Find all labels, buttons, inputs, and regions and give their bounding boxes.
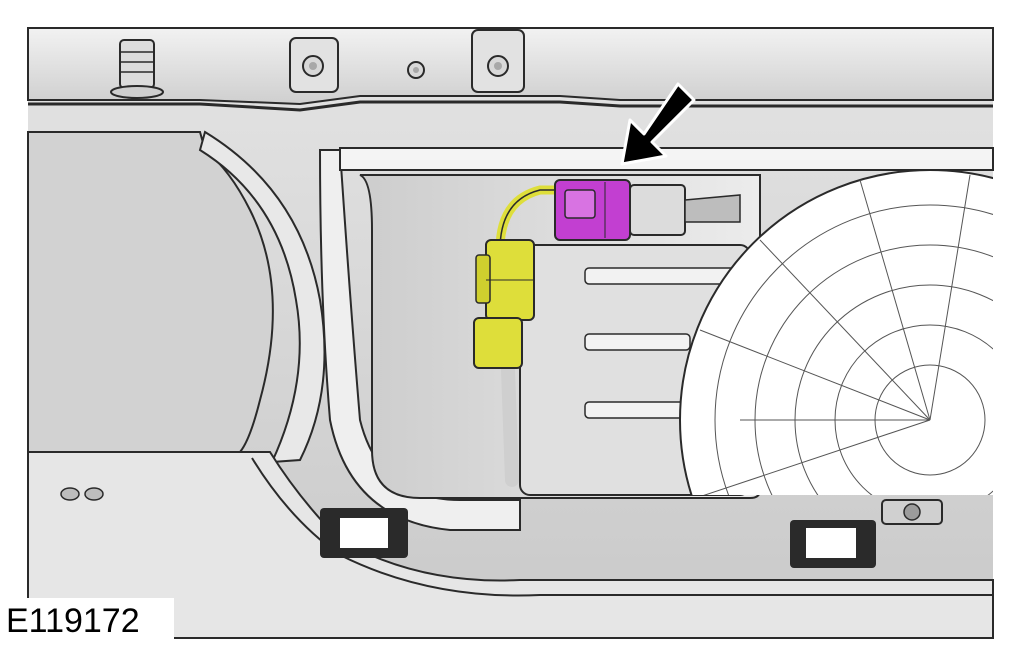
figure-id-label: E119172 <box>6 602 140 640</box>
module-clip <box>584 333 691 351</box>
magenta-connector <box>554 179 631 241</box>
bolt-head <box>487 55 509 77</box>
yellow-connector <box>473 239 535 369</box>
yellow-wire-outline <box>499 189 570 251</box>
module-clip <box>584 401 691 419</box>
bolt-head <box>881 499 943 525</box>
stud-bolt <box>110 39 164 99</box>
callout-arrow <box>620 82 696 166</box>
bolt-head <box>407 61 425 79</box>
frame-upright <box>318 149 521 531</box>
arch-trim <box>198 130 326 464</box>
top-beam-lower-edge <box>28 100 993 112</box>
bolt-head <box>302 55 324 77</box>
fan-shroud <box>679 170 993 495</box>
grey-mating-connector <box>629 184 741 236</box>
mounting-slot-left <box>320 508 408 558</box>
figure-id-box: E119172 <box>0 598 174 642</box>
lower-bumper-inner-edge <box>251 457 993 597</box>
yellow-wire-lower <box>501 363 519 487</box>
small-fastener-pair <box>60 487 104 501</box>
left-panel <box>27 131 274 453</box>
mounting-slot-right <box>790 520 876 568</box>
frame-crossbar <box>339 147 994 171</box>
